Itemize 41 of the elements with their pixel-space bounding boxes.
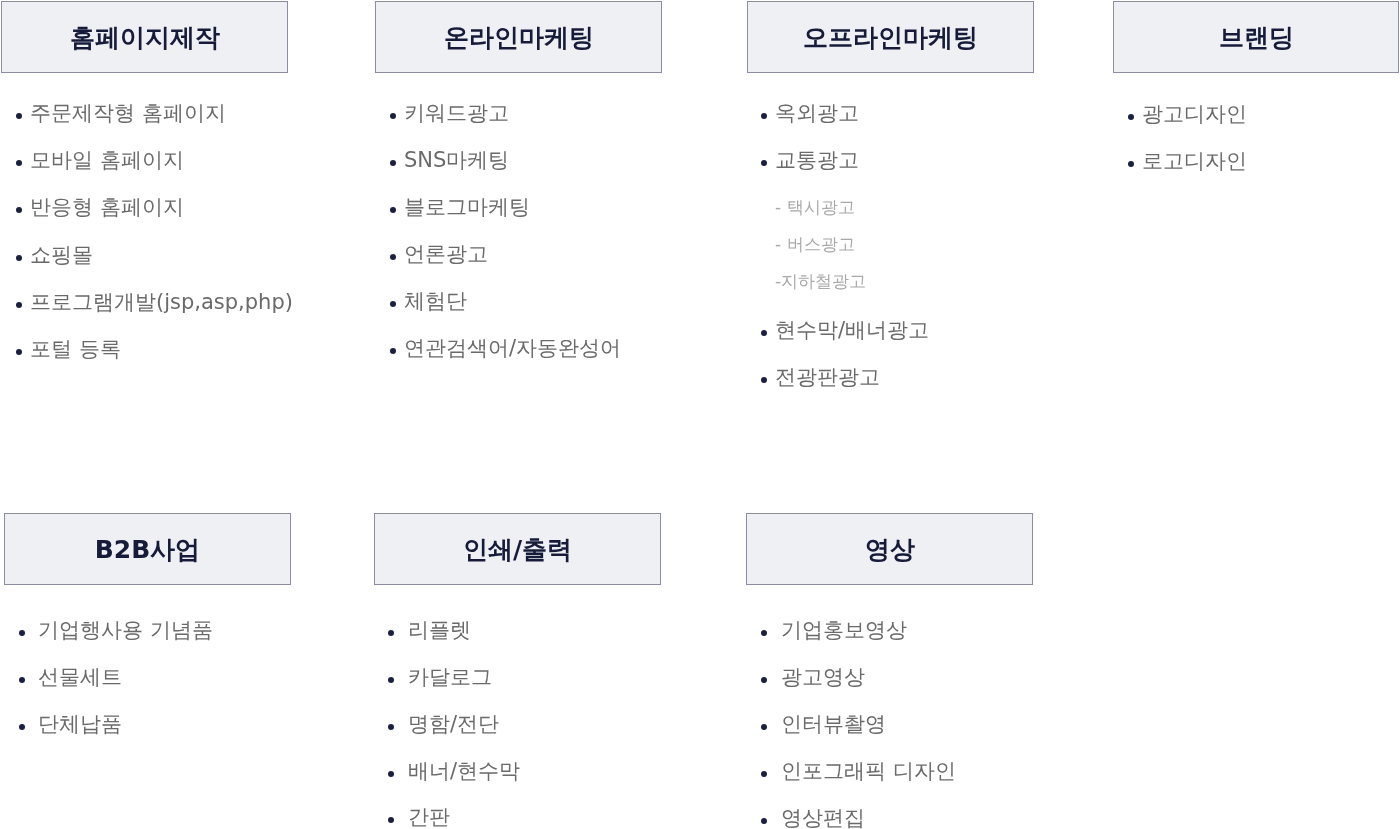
list-item: 포털 등록 <box>30 336 121 363</box>
list-item: 로고디자인 <box>1142 148 1247 175</box>
category-box: B2B사업 <box>4 513 291 585</box>
list-item: 광고디자인 <box>1142 101 1247 128</box>
list-item: 연관검색어/자동완성어 <box>404 335 622 362</box>
list-item: 언론광고 <box>404 241 488 268</box>
list-item: 반응형 홈페이지 <box>30 194 184 221</box>
category-box: 브랜딩 <box>1113 1 1399 73</box>
list-item: 명함/전단 <box>408 711 500 738</box>
sub-item: - 택시광고 <box>775 196 855 218</box>
list-item: 주문제작형 홈페이지 <box>30 100 226 127</box>
list-item: 현수막/배너광고 <box>775 317 930 344</box>
list-item: 체험단 <box>404 288 467 315</box>
list-item: 선물세트 <box>38 664 122 691</box>
list-item: 전광판광고 <box>775 364 880 391</box>
list-item: 카달로그 <box>408 664 492 691</box>
sub-item: -지하철광고 <box>775 270 867 292</box>
list-item: 영상편집 <box>781 805 865 829</box>
list-item: 기업행사용 기념품 <box>38 617 213 644</box>
category-box: 홈페이지제작 <box>1 1 288 73</box>
category-box: 온라인마케팅 <box>375 1 662 73</box>
list-item: 프로그램개발(jsp,asp,php) <box>30 289 293 316</box>
category-box: 인쇄/출력 <box>374 513 661 585</box>
sub-item: - 버스광고 <box>775 233 855 255</box>
list-item: 광고영상 <box>781 664 865 691</box>
list-item: 배너/현수막 <box>408 758 521 785</box>
list-item: 모바일 홈페이지 <box>30 147 184 174</box>
list-item: 교통광고 <box>775 147 859 174</box>
category-box: 오프라인마케팅 <box>747 1 1034 73</box>
list-item: 리플렛 <box>408 617 471 644</box>
list-item: 블로그마케팅 <box>404 194 530 221</box>
list-item: 단체납품 <box>38 711 122 738</box>
list-item: 간판 <box>408 804 450 829</box>
list-item: 기업홍보영상 <box>781 617 907 644</box>
list-item: SNS마케팅 <box>404 147 510 174</box>
list-item: 쇼핑몰 <box>30 242 93 269</box>
list-item: 키워드광고 <box>404 100 509 127</box>
list-item: 인포그래픽 디자인 <box>781 758 956 785</box>
list-item: 옥외광고 <box>775 100 859 127</box>
list-item: 인터뷰촬영 <box>781 711 886 738</box>
category-box: 영상 <box>746 513 1033 585</box>
